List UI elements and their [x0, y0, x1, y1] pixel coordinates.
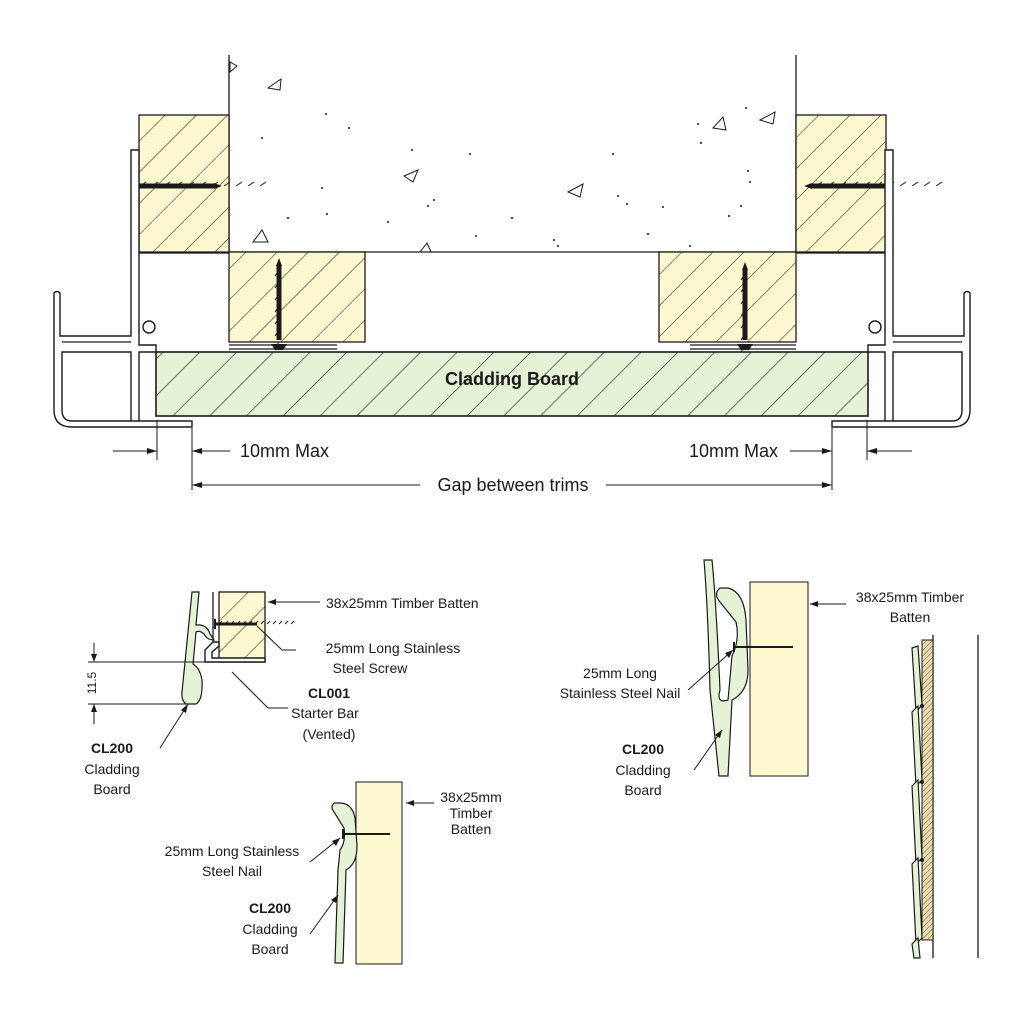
- timber-batten: [355, 781, 403, 965]
- board-label-line2: Board: [624, 782, 661, 798]
- trim-profile-left: [53, 149, 193, 428]
- left-gap-label: 10mm Max: [240, 441, 329, 461]
- batten-label: 38x25mm Timber Batten: [326, 595, 479, 611]
- concrete-wall: [228, 55, 797, 253]
- starter-label-line2: (Vented): [303, 726, 356, 742]
- timber-batten-right: [658, 251, 797, 343]
- detail-nail-small: 38x25mm Timber Batten 25mm Long Stainles…: [165, 781, 502, 965]
- timber-batten: [749, 581, 809, 777]
- nail-label-line1: 25mm Long: [583, 665, 657, 681]
- cladding-board-profile: [911, 645, 923, 714]
- nail-label-line2: Steel Nail: [202, 863, 262, 879]
- screw-icon: [214, 619, 295, 629]
- batten-label-line2: Batten: [890, 609, 930, 625]
- board-label-line1: Cladding: [615, 762, 670, 778]
- board-label-line1: Cladding: [242, 921, 297, 937]
- detail-nail-large: 38x25mm Timber Batten 25mm Long Stainles…: [560, 559, 964, 798]
- wall-section-hatch: [921, 639, 934, 941]
- board-code: CL200: [91, 740, 133, 756]
- dimension-gap-between: Gap between trims: [192, 475, 832, 495]
- cladding-board-profile: [331, 802, 358, 964]
- batten-label-line1: 38x25mm: [440, 789, 501, 805]
- main-section: Cladding Board 10mm Max 10mm Max Gap be: [53, 55, 971, 495]
- cladding-board-label: Cladding Board: [445, 369, 579, 389]
- dimension-right-gap: 10mm Max: [689, 420, 912, 490]
- dimension-value: 11.5: [85, 671, 99, 694]
- dimension-left-gap: 10mm Max: [113, 420, 329, 490]
- nail-icon: [342, 829, 390, 839]
- dimension-11-5: 11.5: [85, 643, 265, 724]
- starter-bar: [204, 641, 266, 663]
- starter-code: CL001: [308, 685, 350, 701]
- board-code: CL200: [622, 741, 664, 757]
- batten-label-line2: Timber: [449, 805, 492, 821]
- detail-wall-elevation: [911, 635, 979, 959]
- right-gap-label: 10mm Max: [689, 441, 778, 461]
- batten-label-line1: 38x25mm Timber: [856, 589, 964, 605]
- nail-label-line1: 25mm Long Stainless: [165, 843, 300, 859]
- screw-label-line1: 25mm Long Stainless: [326, 640, 461, 656]
- board-label-line2: Board: [93, 781, 130, 797]
- gap-between-label: Gap between trims: [437, 475, 588, 495]
- batten-label-line3: Batten: [451, 821, 491, 837]
- timber-batten-left: [228, 251, 366, 343]
- cladding-board-profile: [703, 559, 749, 777]
- nail-icon: [733, 642, 793, 652]
- screw-label-line2: Steel Screw: [333, 660, 409, 676]
- cladding-board: [155, 351, 869, 417]
- trim-profile-right: [831, 149, 971, 428]
- detail-starter-bar: 11.5 38x25mm Timber Batten 25mm Long Sta…: [84, 591, 479, 797]
- board-label-line1: Cladding: [84, 761, 139, 777]
- nail-label-line2: Stainless Steel Nail: [560, 685, 681, 701]
- starter-label-line1: Starter Bar: [291, 705, 359, 721]
- board-code: CL200: [249, 900, 291, 916]
- board-label-line2: Board: [251, 941, 288, 957]
